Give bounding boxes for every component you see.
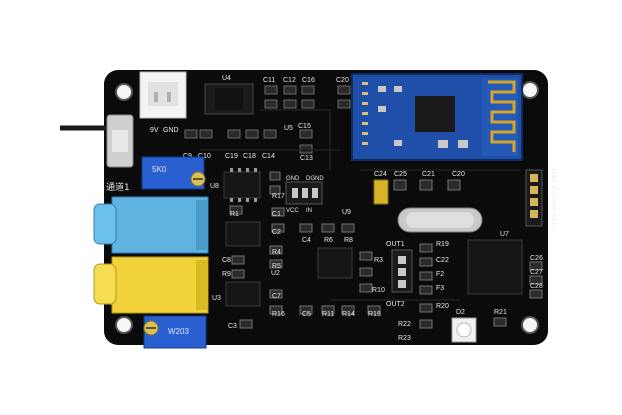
silk-c22: C22 <box>436 257 449 264</box>
crystal-oscillator <box>397 207 483 233</box>
silk-r21: R21 <box>494 309 507 316</box>
silk-u9: U9 <box>342 209 351 216</box>
header-pin-dio: DIO <box>552 199 558 210</box>
silk-c2: C2 <box>272 229 281 236</box>
silk-c14: C14 <box>262 153 275 160</box>
silk-r23: R23 <box>398 335 411 342</box>
silk-u4: U4 <box>222 75 231 82</box>
silk-r14: R14 <box>342 311 355 318</box>
silk-c4: C4 <box>302 237 311 244</box>
silk-r6: R6 <box>324 237 333 244</box>
silk-vcc-header: VCC <box>286 208 299 214</box>
pot-label-top: 5K0 <box>152 165 167 174</box>
capacitor-c24 <box>373 179 389 205</box>
silk-r3: R3 <box>374 257 383 264</box>
silk-u3: U3 <box>212 295 221 302</box>
channel-label-1: 通道1 <box>106 181 130 193</box>
silk-c5: C5 <box>302 311 311 318</box>
silk-u7: U7 <box>500 231 509 238</box>
silk-r1: R1 <box>230 211 239 218</box>
silk-r8: R8 <box>344 237 353 244</box>
silk-gnd: GND <box>163 127 179 134</box>
silk-c1: C1 <box>272 211 281 218</box>
silk-c13: C13 <box>300 155 313 162</box>
silk-r4: R4 <box>272 249 281 256</box>
silk-r10: R10 <box>372 287 385 294</box>
silk-c19: C19 <box>225 153 238 160</box>
power-connector <box>139 71 187 119</box>
header-pin-clk: CLK <box>552 184 558 196</box>
silk-out1: OUT1 <box>386 241 405 248</box>
silk-r15: R15 <box>368 311 381 318</box>
silk-c27: C27 <box>530 269 543 276</box>
output-header-1 <box>391 249 413 293</box>
silk-c24: C24 <box>374 171 387 178</box>
silk-c11: C11 <box>263 77 275 84</box>
silk-u8: U8 <box>210 183 219 190</box>
rgb-led-d2 <box>451 317 477 343</box>
antenna-trace <box>488 80 516 152</box>
opamp-chips <box>223 171 523 307</box>
pcb-traces <box>200 109 520 301</box>
silk-c12: C12 <box>283 77 296 84</box>
silk-c15: C15 <box>298 123 311 130</box>
jumper-header-middle <box>285 181 323 205</box>
silk-c25: C25 <box>394 171 407 178</box>
silk-c7: C7 <box>272 293 281 300</box>
silk-dgnd-header: DGND <box>306 176 324 182</box>
silk-gnd-header: GND <box>286 176 300 182</box>
silk-r17: R17 <box>272 193 285 200</box>
silk-f3: F3 <box>436 285 444 292</box>
capacitor-cluster-top <box>184 85 351 154</box>
silk-c21: C21 <box>422 171 435 178</box>
silk-c26: C26 <box>530 255 543 262</box>
silk-c20: C20 <box>336 77 349 84</box>
audio-jack-blue <box>93 196 209 254</box>
silk-out2: OUT2 <box>386 301 405 308</box>
silk-f2: F2 <box>436 271 444 278</box>
silk-r19: R19 <box>436 241 449 248</box>
silk-r20: R20 <box>436 303 449 310</box>
silk-in-header: IN <box>306 208 312 214</box>
silk-r9: R9 <box>222 271 231 278</box>
silk-c18: C18 <box>243 153 256 160</box>
silk-r22: R22 <box>398 321 411 328</box>
silk-r5: R5 <box>272 263 281 270</box>
bluetooth-module <box>351 73 523 161</box>
silk-c28: C28 <box>530 283 543 290</box>
silk-c8: C8 <box>222 257 231 264</box>
silk-c3: C3 <box>228 323 237 330</box>
pot-label-bottom: W203 <box>168 327 189 336</box>
silk-d2: D2 <box>456 309 465 316</box>
potentiometer-bottom <box>143 315 207 349</box>
passive-components <box>229 171 543 329</box>
silk-c20-lower: C20 <box>452 171 465 178</box>
silk-u5: U5 <box>284 125 293 132</box>
silk-u2: U2 <box>271 270 280 277</box>
silk-9v: 9V <box>150 127 159 134</box>
header-pin-gnd: GND <box>552 168 558 182</box>
silk-c16: C16 <box>302 77 315 84</box>
mounting-holes <box>115 81 539 334</box>
right-pin-header <box>525 169 543 227</box>
silk-r16: R16 <box>272 311 285 318</box>
potentiometer-top <box>141 156 206 190</box>
silk-r11: R11 <box>322 311 334 318</box>
header-pin-3v3: 3.3V <box>552 214 558 226</box>
audio-jack-yellow <box>93 256 209 314</box>
